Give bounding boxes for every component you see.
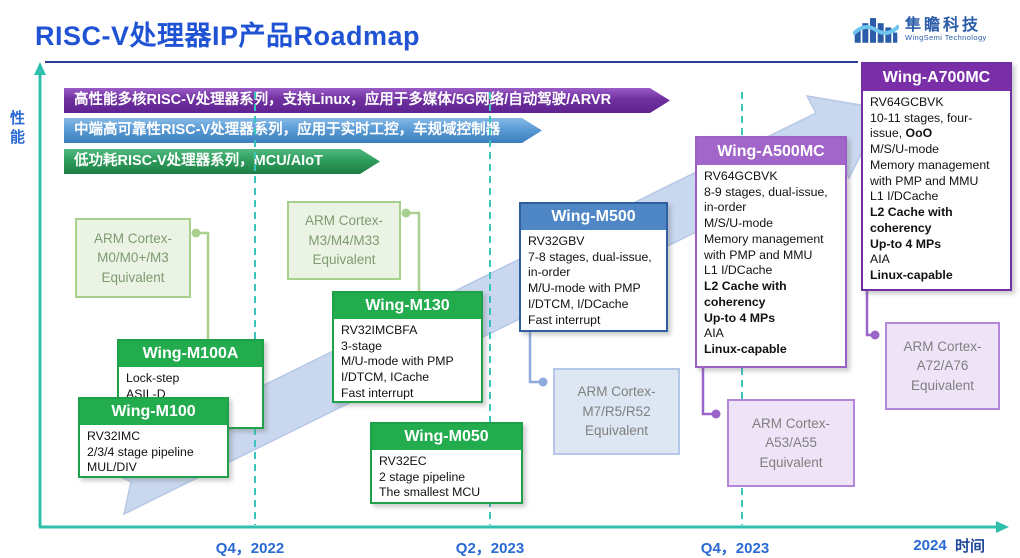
x-tick-2024: 2024 <box>913 537 947 554</box>
logo-company-name: 隼瞻科技 <box>905 16 982 34</box>
x-axis-arrowhead <box>996 521 1009 533</box>
x-tick-q4-2023: Q4，2023 <box>700 540 770 557</box>
trend-arrow-band <box>98 95 886 516</box>
logo-icon <box>853 18 899 43</box>
y-axis-arrowhead <box>34 62 46 75</box>
connector-m0-to-m100a <box>196 231 210 340</box>
y-axis-label: 性能 <box>8 110 25 148</box>
x-tick-q2-2023: Q2，2023 <box>455 540 525 557</box>
connector-dot-a72 <box>870 330 880 340</box>
banner-mid-reliability-series: 中端高可靠性RISC-V处理器系列，应用于实时工控，车规域控制器 <box>64 118 542 143</box>
product-title-wing-m500: Wing-M500 <box>521 204 666 230</box>
product-title-wing-m130: Wing-M130 <box>334 293 481 319</box>
product-title-wing-a500mc: Wing-A500MC <box>697 138 845 165</box>
product-title-wing-m100a: Wing-M100A <box>119 341 262 367</box>
page-title: RISC-V处理器IP产品Roadmap <box>35 21 421 51</box>
connector-m500-to-m7 <box>528 330 540 384</box>
connector-dot-m0 <box>191 228 201 238</box>
product-title-wing-m050: Wing-M050 <box>372 424 521 450</box>
connector-dot-m7 <box>538 377 548 387</box>
x-tick-q4-2022: Q4，2022 <box>215 540 285 557</box>
title-underline <box>45 61 858 63</box>
connector-m33-to-m130 <box>406 211 421 292</box>
connector-a500-to-a53 <box>701 368 713 416</box>
connector-dot-m33 <box>401 208 411 218</box>
connector-dot-a53 <box>711 409 721 419</box>
logo-subtitle: WingSemi Technology <box>905 33 987 43</box>
company-logo: 隼瞻科技 WingSemi Technology <box>853 12 987 48</box>
product-title-wing-m100: Wing-M100 <box>80 399 227 425</box>
banner-high-performance-series: 高性能多核RISC-V处理器系列，支持Linux，应用于多媒体/5G网络/自动驾… <box>64 88 670 113</box>
x-axis-label: 时间 <box>955 538 986 555</box>
connector-a700-to-a72 <box>865 291 871 337</box>
banner-low-power-series: 低功耗RISC-V处理器系列，MCU/AIoT <box>64 149 380 174</box>
product-title-wing-a700mc: Wing-A700MC <box>863 64 1010 91</box>
